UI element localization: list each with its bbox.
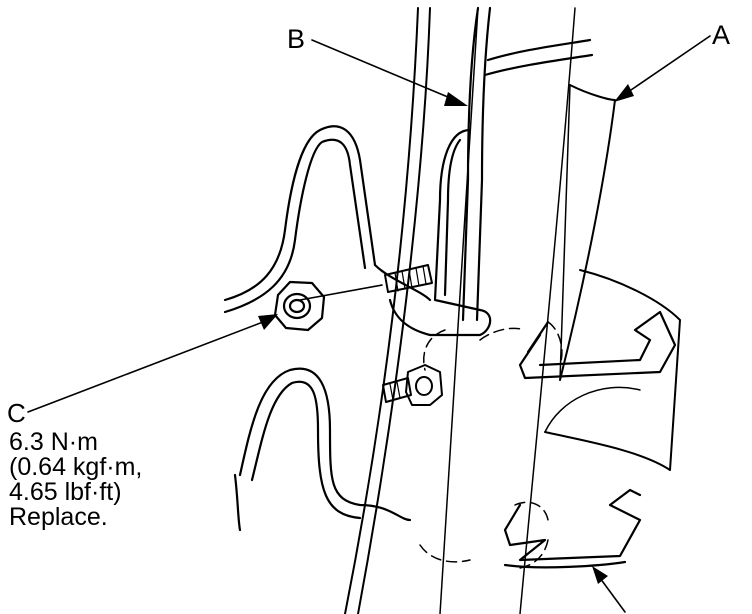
label-a: A <box>712 20 731 50</box>
label-b: B <box>287 24 306 54</box>
support-wire-left-upper <box>223 125 432 314</box>
spring-clip-upper <box>518 310 677 380</box>
torque-kgfm: (0.64 kgf·m, <box>9 453 143 481</box>
label-c: C <box>7 398 26 428</box>
support-wire-right-upper <box>388 128 492 337</box>
nut-c <box>273 280 326 332</box>
leader-a <box>614 35 711 102</box>
leader-b <box>311 39 468 106</box>
clip-ring-lower <box>419 501 549 569</box>
stud-bolt-lower <box>382 364 443 406</box>
leader-c <box>27 284 383 413</box>
support-wire-left-lower <box>233 367 412 532</box>
clip-ring-upper <box>423 321 563 371</box>
spring-clip-lower <box>503 488 642 569</box>
pillar-outline <box>344 7 576 614</box>
part-b-wire <box>461 6 594 322</box>
part-a-body <box>544 84 681 471</box>
stud-bolt-upper <box>384 264 433 293</box>
torque-nm: 6.3 N·m <box>9 428 98 456</box>
torque-lbfft: 4.65 lbf·ft) <box>9 478 122 506</box>
torque-spec: 6.3 N·m (0.64 kgf·m, 4.65 lbf·ft) Replac… <box>9 430 142 530</box>
replace-note: Replace. <box>9 503 108 531</box>
leader-clip-lower <box>592 566 626 613</box>
